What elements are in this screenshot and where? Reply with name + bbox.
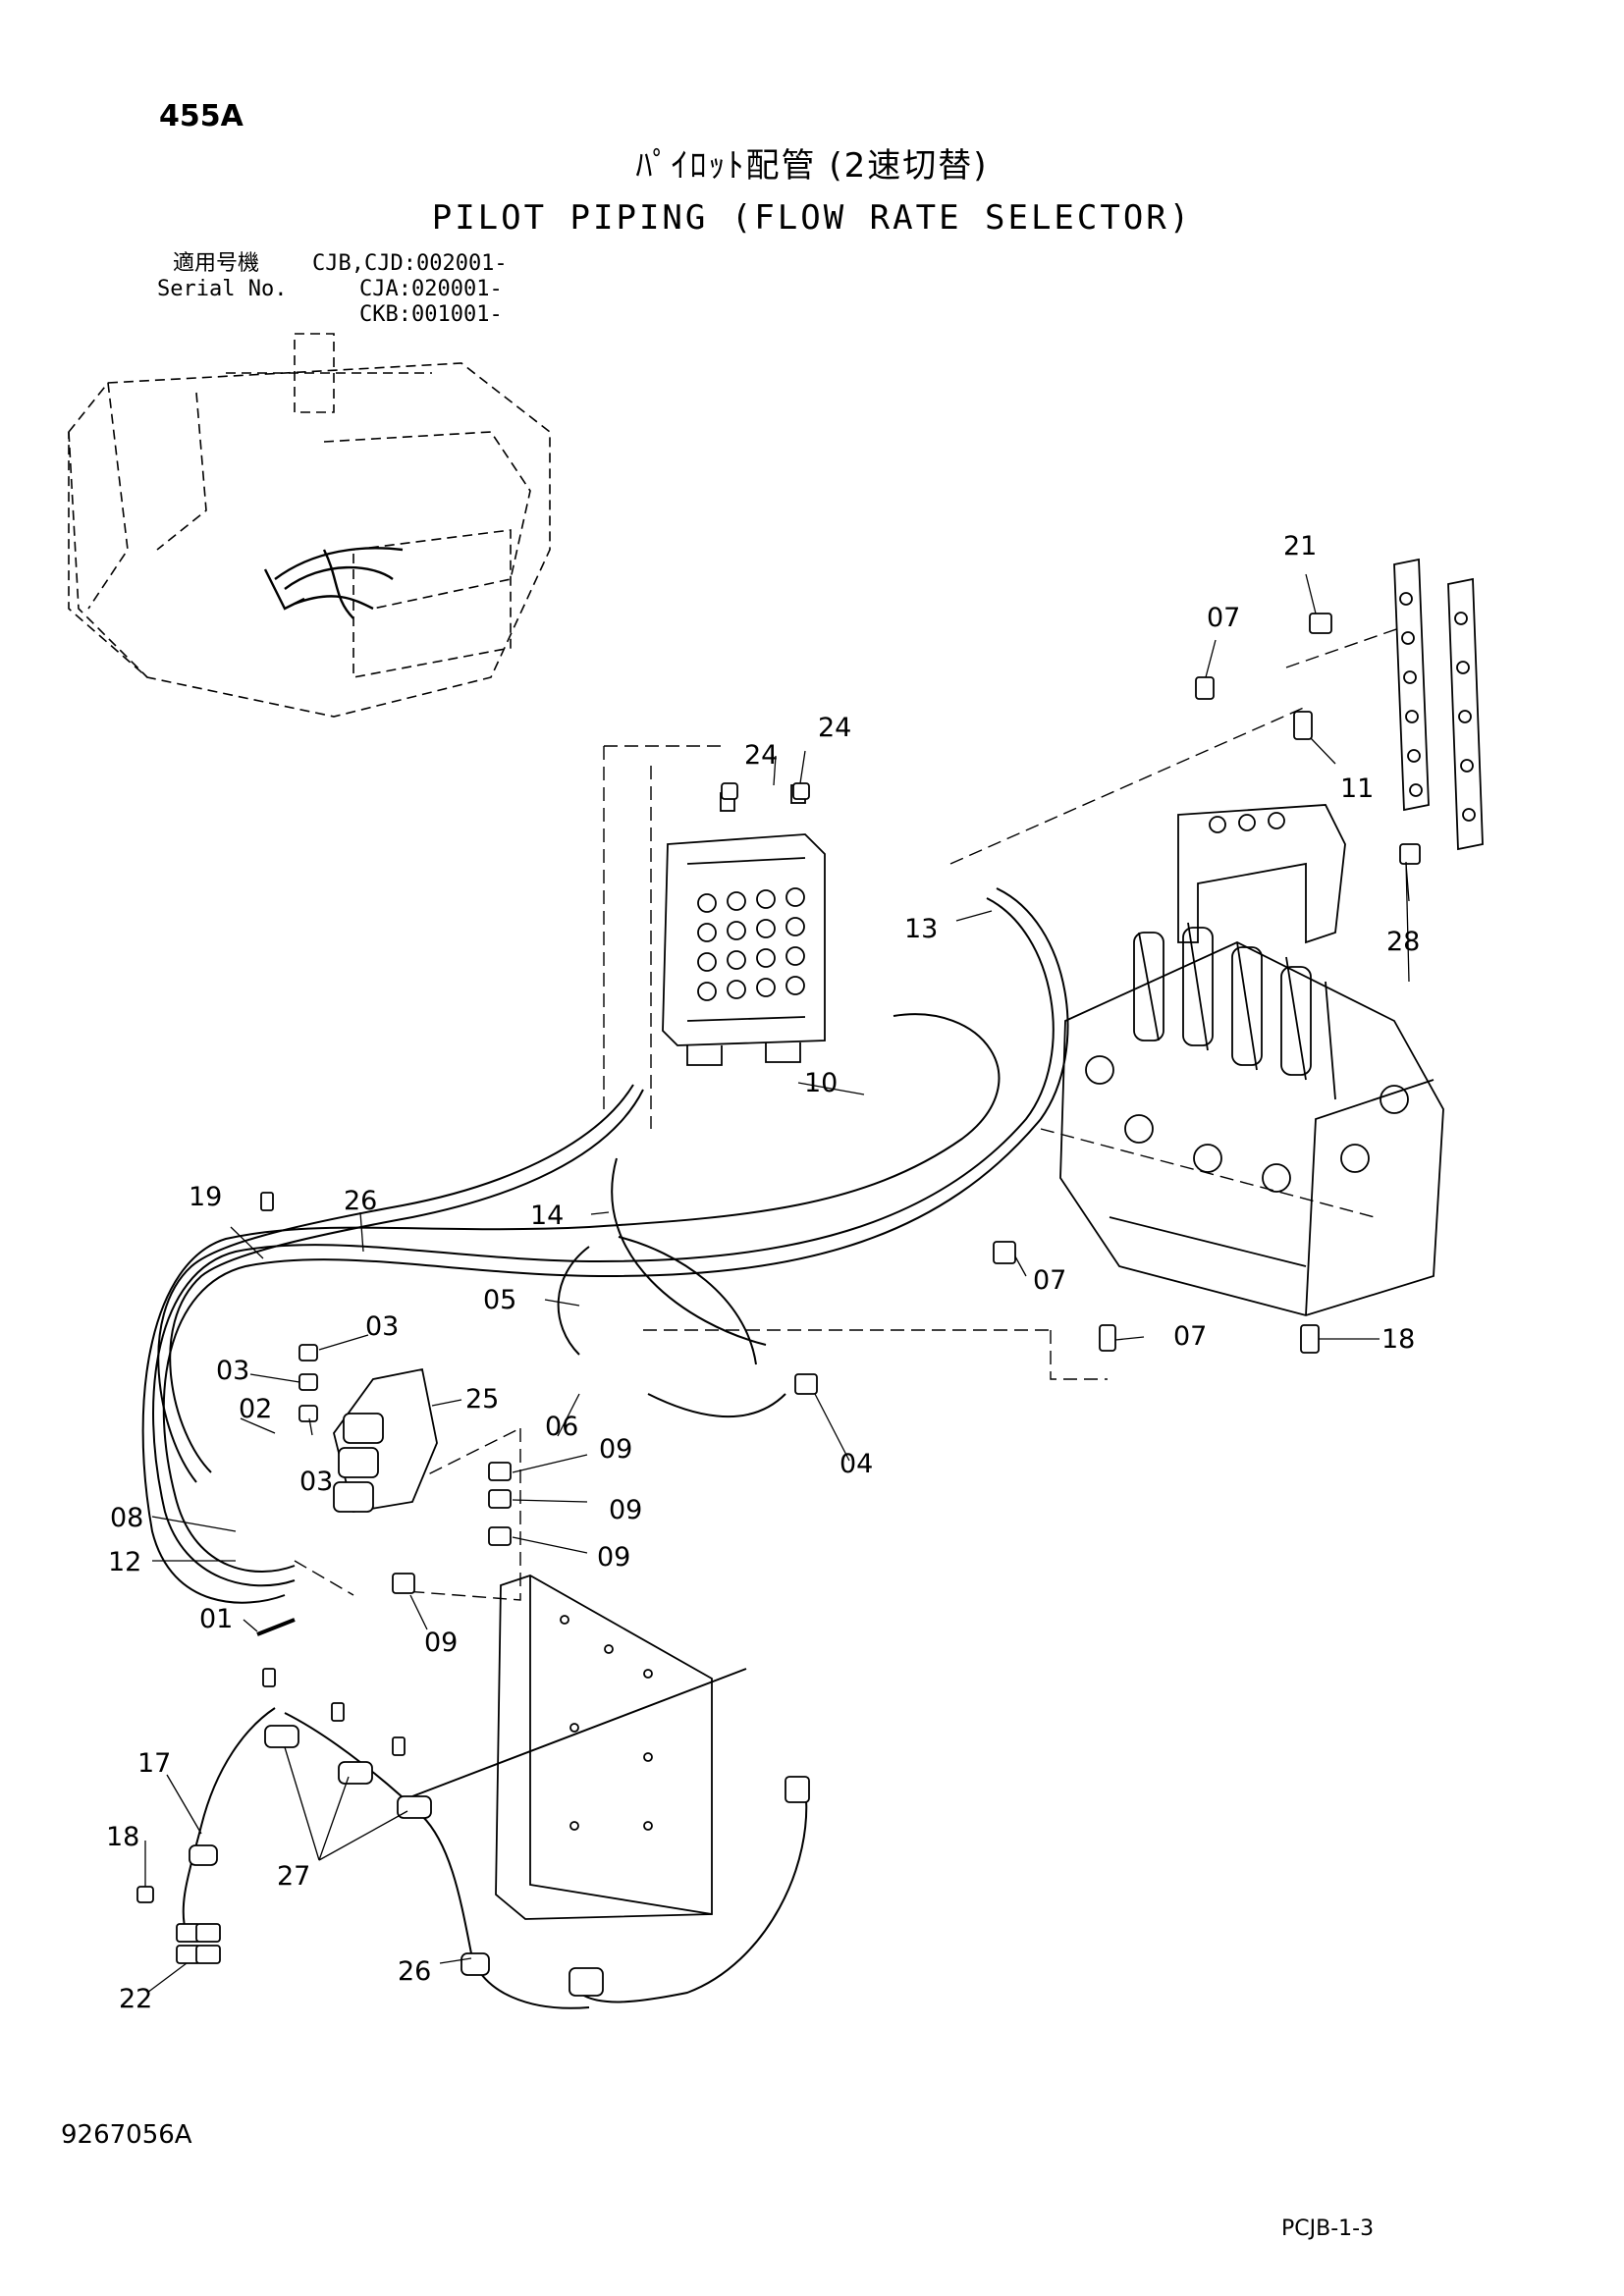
title-japanese: ﾊﾟｲﾛｯﾄ配管 (2速切替) bbox=[635, 146, 989, 186]
callout-06: 06 bbox=[545, 1412, 578, 1442]
callout-07: 07 bbox=[1207, 603, 1240, 633]
callout-22: 22 bbox=[119, 1984, 152, 2014]
callout-09: 09 bbox=[609, 1495, 642, 1525]
serial-label-japanese: 適用号機 bbox=[173, 251, 260, 276]
serial-range: CJB,CJD:002001- bbox=[312, 251, 508, 276]
excavator-overview-illustration bbox=[68, 333, 551, 718]
pilot-valve-block bbox=[662, 784, 826, 1066]
callout-18: 18 bbox=[106, 1822, 139, 1852]
harness-clamps bbox=[136, 1668, 810, 1997]
callout-26: 27 bbox=[277, 1861, 310, 1892]
serial-range: CJA:020001- bbox=[359, 277, 503, 301]
pressure-switch-manifold bbox=[1393, 558, 1484, 851]
callout-25: 25 bbox=[465, 1384, 499, 1415]
callout-09: 09 bbox=[597, 1542, 630, 1573]
page-code: 455A bbox=[159, 99, 244, 133]
leader-lines bbox=[144, 573, 1410, 1994]
callout-09: 09 bbox=[424, 1628, 458, 1658]
fittings bbox=[260, 613, 1421, 1594]
callout-05: 05 bbox=[483, 1285, 516, 1315]
callout-02: 02 bbox=[239, 1394, 272, 1424]
callout-12: 12 bbox=[108, 1547, 141, 1577]
callout-21: 21 bbox=[1283, 531, 1317, 561]
mounting-plate bbox=[495, 1575, 713, 1920]
part-callouts: 21 07 11 28 24 24 13 10 14 19 26 05 03 0… bbox=[106, 531, 1420, 2014]
callout-27: 26 bbox=[344, 1186, 377, 1216]
main-control-valve bbox=[1059, 804, 1444, 1316]
wire-harness bbox=[182, 1668, 808, 2009]
pilot-hoses bbox=[141, 887, 1069, 1604]
callout-01: 01 bbox=[199, 1604, 233, 1634]
bolt-01 bbox=[256, 1618, 296, 1636]
callout-27: 26 bbox=[398, 1956, 431, 1987]
title-english: PILOT PIPING (FLOW RATE SELECTOR) bbox=[431, 198, 1193, 238]
harness-in-overview bbox=[263, 547, 404, 619]
serial-range: CKB:001001- bbox=[359, 302, 503, 327]
callout-24: 24 bbox=[818, 713, 851, 743]
callout-03: 03 bbox=[216, 1356, 249, 1386]
drawing-number: 9267056A bbox=[61, 2120, 192, 2150]
callout-20: 19 bbox=[189, 1182, 222, 1212]
callout-03: 03 bbox=[365, 1311, 399, 1342]
callout-13: 13 bbox=[904, 914, 938, 944]
callout-09: 09 bbox=[599, 1434, 632, 1465]
serial-label-english: Serial No. bbox=[157, 277, 288, 301]
callout-10: 10 bbox=[804, 1068, 838, 1098]
callout-24: 24 bbox=[744, 740, 778, 771]
callout-07: 07 bbox=[1173, 1321, 1207, 1352]
callout-07: 07 bbox=[1033, 1265, 1066, 1296]
callout-08: 08 bbox=[110, 1503, 143, 1533]
callout-28: 28 bbox=[1386, 927, 1420, 957]
callout-17: 17 bbox=[137, 1748, 171, 1779]
sheet-code: PCJB-1-3 bbox=[1281, 2216, 1375, 2241]
callout-14: 14 bbox=[530, 1201, 564, 1231]
callout-19: 18 bbox=[1381, 1324, 1415, 1355]
callout-03: 03 bbox=[299, 1467, 333, 1497]
callout-11: 11 bbox=[1340, 774, 1374, 804]
callout-04: 04 bbox=[839, 1449, 873, 1479]
flow-selector-solenoid-valve bbox=[333, 1367, 438, 1514]
